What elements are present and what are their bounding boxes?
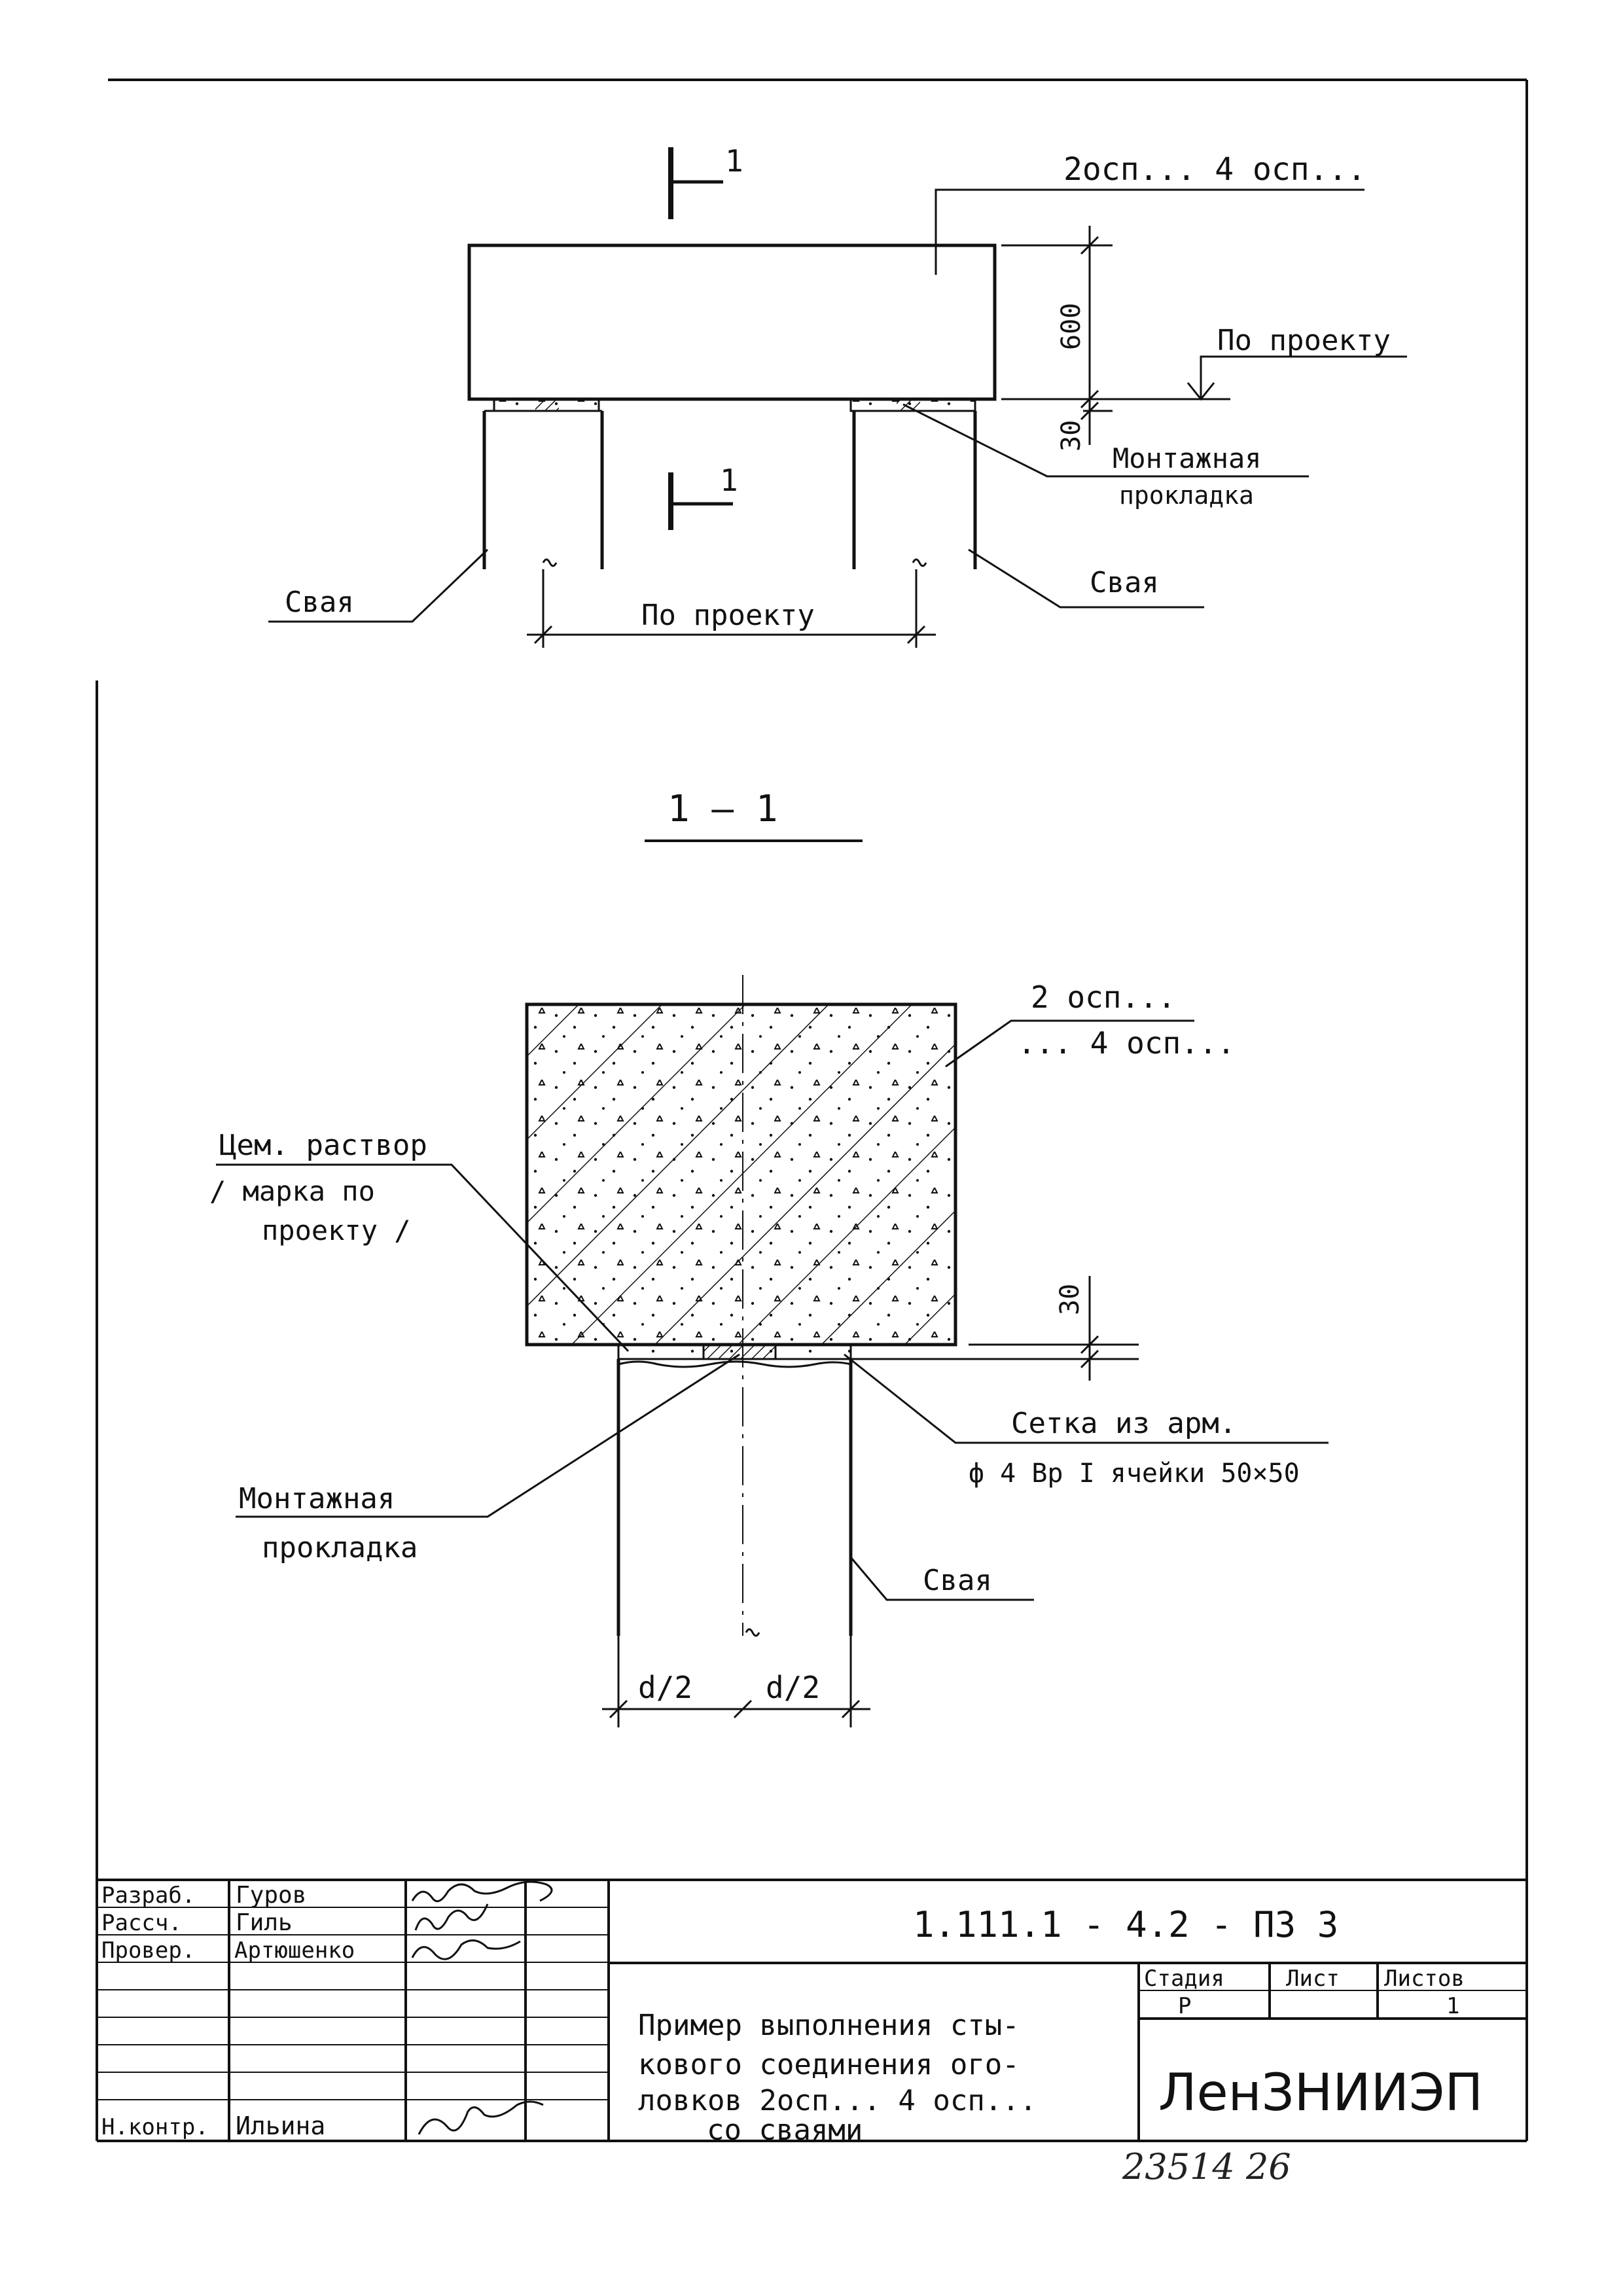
section-beam-label-1: 2 осп...	[1031, 980, 1176, 1015]
sheets-value: 1	[1446, 1993, 1459, 2019]
beam-elevation	[467, 243, 997, 401]
sheet-frame	[96, 79, 1528, 2142]
section-title: 1 — 1	[668, 788, 778, 830]
pile-left	[482, 410, 604, 569]
stage-value: Р	[1178, 1993, 1191, 2019]
name-norm-control: Ильина	[236, 2111, 325, 2140]
pile-right-leader	[968, 548, 1204, 609]
section-mark-top-number: 1	[725, 143, 743, 179]
role-calculator: Рассч.	[101, 1910, 182, 1936]
role-checker: Провер.	[101, 1937, 195, 1964]
elevation-view: 1 1 2осп... 4 осп...	[268, 143, 1407, 648]
pad-right	[897, 399, 920, 411]
organization: ЛенЗНИИЭП	[1158, 2064, 1483, 2123]
dim-600: 600	[1056, 303, 1086, 350]
stage-header: Стадия	[1144, 1966, 1224, 1992]
beam-section-hatch	[525, 1002, 957, 1347]
level-label: По проекту	[1217, 324, 1391, 357]
sheet-header: Лист	[1286, 1966, 1340, 1992]
pad-label-line1: Монтажная	[1113, 442, 1262, 474]
pad-label-line2: прокладка	[1119, 481, 1254, 510]
section-mark-top	[668, 147, 723, 219]
pile-left-leader	[268, 548, 489, 623]
span-dimension	[527, 569, 936, 648]
pad-left	[535, 399, 559, 411]
half-diameter-dimension	[602, 1636, 870, 1727]
section-view: 1 — 1 2 осп... ... 4 осп... Цем. раствор…	[209, 788, 1329, 1727]
section-mark-bottom-number: 1	[720, 463, 738, 498]
mortar-label-1: Цем. раствор	[219, 1129, 427, 1162]
role-norm-control: Н.контр.	[101, 2114, 209, 2140]
half-left-label: d/2	[638, 1670, 692, 1705]
mortar-label-3: проекту /	[262, 1214, 411, 1246]
section-pile-leader	[849, 1557, 1034, 1601]
break-mark-left	[542, 558, 558, 567]
section-dim-30: 30	[1055, 1284, 1085, 1315]
name-developer: Гуров	[236, 1882, 306, 1909]
signatures	[411, 1881, 553, 2135]
sheets-header: Листов	[1384, 1966, 1465, 1992]
half-right-label: d/2	[766, 1670, 820, 1705]
break-mark-right	[912, 558, 927, 567]
pile-right	[852, 410, 977, 569]
section-beam-label-2: ... 4 осп...	[1018, 1025, 1235, 1061]
section-pad-label-2: прокладка	[262, 1531, 418, 1564]
section-pad-label-1: Монтажная	[239, 1482, 395, 1515]
mesh-label-2: ф 4 Вр I ячейки 50×50	[969, 1458, 1300, 1489]
mortar-label-2: / марка по	[209, 1175, 375, 1207]
mesh-label-1: Сетка из арм.	[1011, 1407, 1236, 1440]
description-line-2: кового соединения ого-	[638, 2048, 1020, 2081]
span-label: По проекту	[641, 599, 815, 632]
pile-right-label: Свая	[1090, 566, 1159, 599]
role-developer: Разраб.	[101, 1882, 195, 1909]
level-mark	[1186, 355, 1407, 401]
description-line-4: со сваями	[707, 2113, 863, 2147]
description-line-1: Пример выполнения сты-	[638, 2009, 1020, 2042]
height-dimension	[1001, 226, 1230, 445]
pile-section	[616, 1359, 853, 1636]
section-gap-dimension	[851, 1276, 1139, 1381]
description-line-3: ловков 2осп... 4 осп...	[638, 2084, 1037, 2117]
archive-number: 23514 26	[1122, 2146, 1291, 2187]
beam-leader	[935, 188, 1364, 275]
section-pad-leader	[236, 1353, 740, 1518]
name-checker: Артюшенко	[234, 1937, 355, 1964]
pile-left-label: Свая	[285, 586, 354, 619]
mesh-leader	[844, 1353, 1329, 1444]
title-block: Разраб. Рассч. Провер. Н.контр. Гуров Ги…	[97, 1879, 1527, 2147]
pile-break	[745, 1628, 760, 1637]
beam-label: 2осп... 4 осп...	[1063, 151, 1366, 188]
section-pile-label: Свая	[923, 1564, 992, 1597]
name-calculator: Гиль	[236, 1909, 293, 1936]
pad-leader	[902, 403, 1309, 478]
section-mark-bottom	[668, 472, 733, 530]
mortar-leader	[216, 1163, 630, 1352]
document-code: 1.111.1 - 4.2 - ПЗ 3	[913, 1904, 1338, 1945]
mounting-pad	[702, 1343, 777, 1360]
section-beam-leader	[945, 1019, 1194, 1068]
dim-30: 30	[1056, 420, 1086, 451]
